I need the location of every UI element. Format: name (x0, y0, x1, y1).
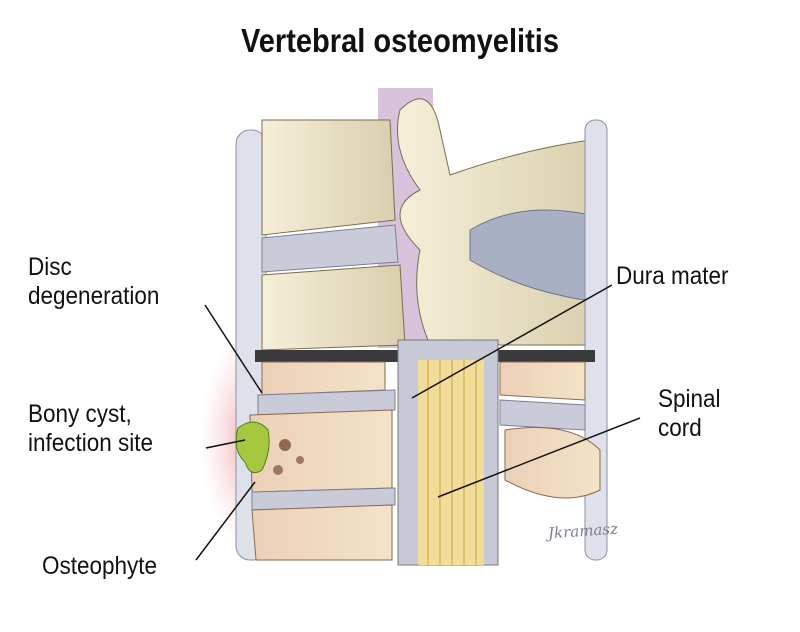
lower-vertebra-2 (249, 409, 393, 493)
upper-vertebra-2 (261, 264, 406, 351)
label-bony-cyst: Bony cyst, infection site (28, 400, 153, 458)
label-line: infection site (28, 429, 154, 457)
label-line: cord (658, 414, 702, 442)
lower-disc-2 (251, 487, 396, 511)
lower-vertebra-1 (261, 361, 386, 396)
diagram-title: Vertebral osteomyelitis (241, 22, 559, 59)
label-line: Bony cyst, (28, 400, 132, 428)
label-line: degeneration (28, 282, 160, 310)
lower-disc-1 (257, 389, 396, 416)
leader-bony-cyst (205, 439, 246, 449)
label-spinal-cord: Spinal cord (658, 385, 721, 443)
label-osteophyte: Osteophyte (42, 552, 158, 580)
leader-dura-mater (411, 284, 613, 399)
infection-cyst (235, 421, 270, 474)
leader-spinal-cord (437, 417, 641, 498)
lower-posterior-elements (499, 361, 586, 401)
leader-disc-degeneration (204, 304, 263, 394)
label-dura-mater: Dura mater (616, 262, 729, 290)
label-disc-degeneration: Disc degeneration (28, 253, 159, 311)
lower-vertebra-3 (251, 504, 393, 561)
upper-disc (261, 224, 399, 273)
label-line: Disc (28, 253, 72, 281)
upper-vertebra-1 (261, 119, 396, 236)
spinal-cord (418, 360, 484, 565)
label-line: Spinal (658, 385, 721, 413)
leader-osteophyte (195, 481, 256, 561)
